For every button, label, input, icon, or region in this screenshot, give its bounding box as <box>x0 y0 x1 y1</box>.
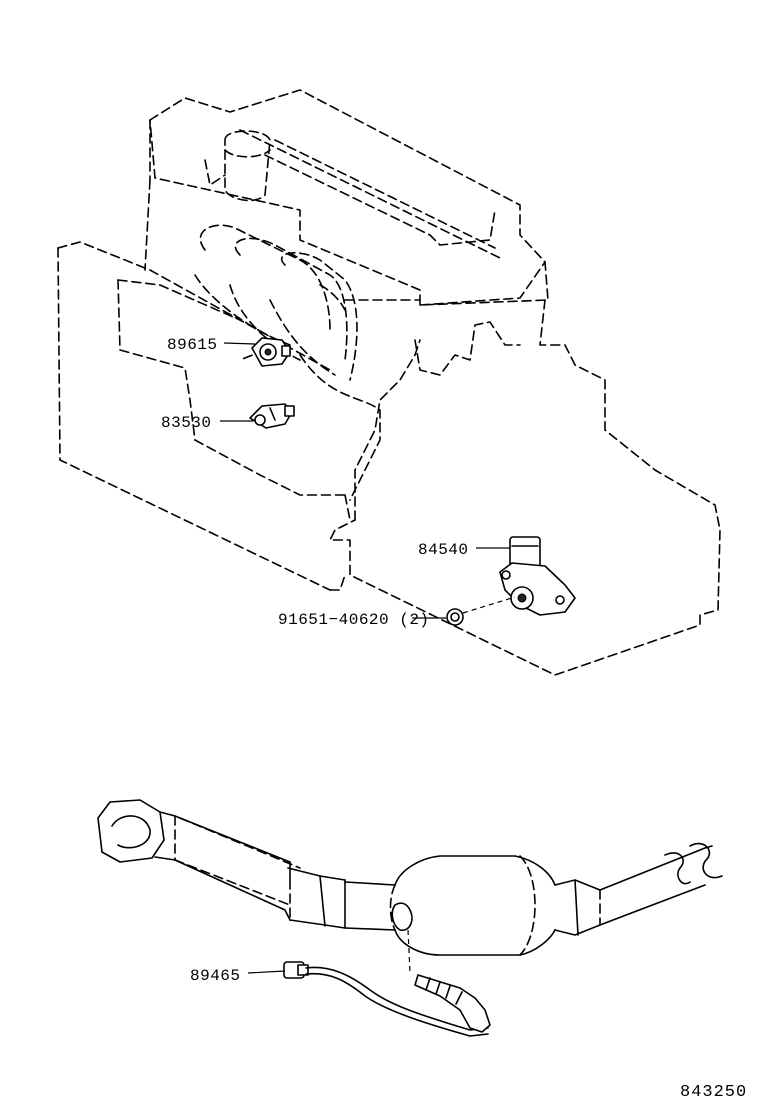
part-number-91651-40620[interactable]: 91651−40620 (2) <box>278 611 430 629</box>
part-number-89615[interactable]: 89615 <box>167 336 218 354</box>
oxygen-sensor-89465-icon[interactable] <box>283 961 491 1037</box>
part-number-89465[interactable]: 89465 <box>190 967 241 985</box>
sensor-89615-icon[interactable] <box>251 337 291 367</box>
engine-outline <box>57 89 721 676</box>
bolt-91651-40620-icon[interactable] <box>446 608 464 626</box>
exhaust-pipe-outline <box>97 799 723 956</box>
figure-reference-number: 843250 <box>680 1083 747 1102</box>
sensor-83530-icon[interactable] <box>249 403 295 429</box>
sensor-84540-icon[interactable] <box>499 536 576 616</box>
part-number-83530[interactable]: 83530 <box>161 414 212 432</box>
part-number-84540[interactable]: 84540 <box>418 541 469 559</box>
